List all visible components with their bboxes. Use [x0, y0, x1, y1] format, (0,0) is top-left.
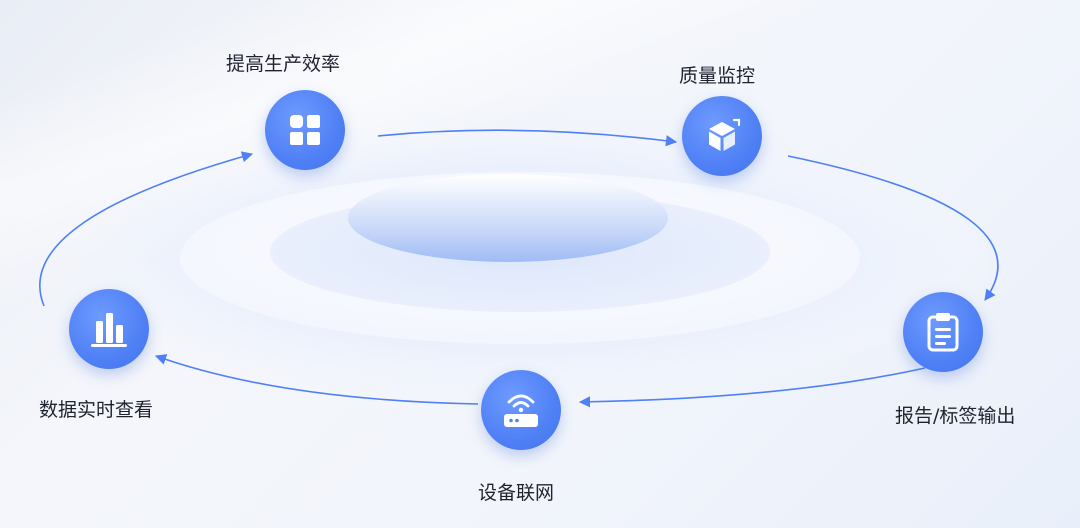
arrow-quality-to-report — [787, 155, 999, 301]
node-data — [69, 289, 149, 369]
node-report — [903, 292, 983, 372]
arrow-report-to-network — [578, 367, 926, 408]
node-label-report: 报告/标签输出 — [895, 405, 1016, 427]
core-disc — [348, 174, 668, 262]
node-efficiency — [265, 90, 345, 170]
arrow-data-to-efficiency — [39, 151, 254, 307]
arrow-network-to-data — [154, 354, 479, 405]
node-label-network: 设备联网 — [478, 482, 555, 504]
node-label-data: 数据实时查看 — [39, 399, 154, 421]
clipboard-icon — [927, 313, 959, 352]
node-network — [481, 370, 561, 450]
router-icon — [504, 394, 538, 427]
node-label-quality: 质量监控 — [679, 65, 756, 87]
node-quality — [682, 96, 762, 176]
bar-chart-icon — [91, 313, 127, 347]
cube-icon — [709, 118, 741, 151]
node-label-efficiency: 提高生产效率 — [226, 53, 341, 75]
grid-icon — [290, 115, 320, 145]
arrow-efficiency-to-quality — [377, 129, 678, 147]
